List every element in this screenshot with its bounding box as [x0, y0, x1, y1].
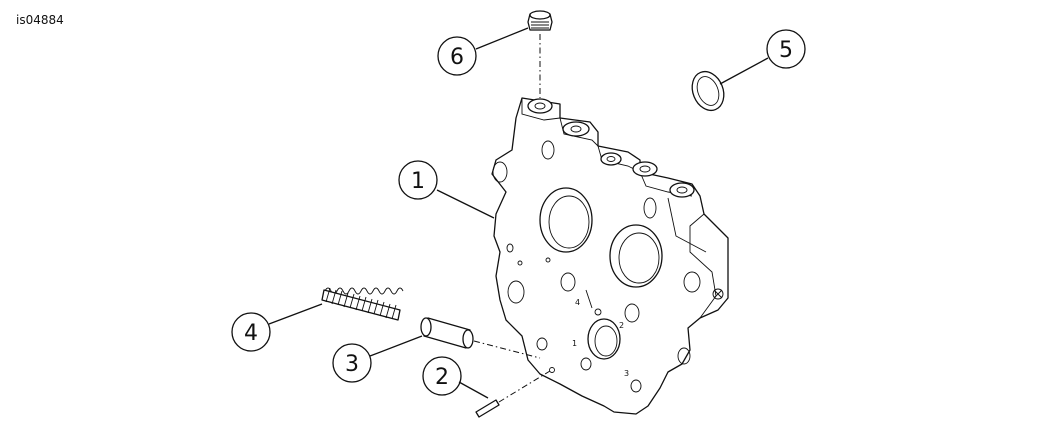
callout-3: 3: [332, 343, 372, 383]
plate-mark-2: 2: [619, 321, 624, 330]
leader-1: [436, 189, 495, 219]
svg-text:3: 3: [345, 352, 359, 377]
pin-2: [475, 370, 551, 418]
leader-5: [719, 57, 769, 85]
callout-4: 4: [231, 312, 271, 352]
svg-text:5: 5: [779, 38, 793, 63]
sleeve-3: [420, 317, 541, 359]
svg-text:1: 1: [411, 169, 425, 194]
callout-5: 5: [766, 29, 806, 69]
svg-text:6: 6: [450, 45, 464, 70]
spring-4: [321, 287, 404, 321]
plate-mark-3: 3: [624, 369, 629, 378]
leader-6: [475, 27, 529, 50]
o-ring-5: [691, 70, 725, 112]
svg-text:4: 4: [244, 321, 258, 346]
plate-mark-4: 4: [575, 298, 580, 307]
callout-2: 2: [422, 356, 462, 396]
plate-mark-1: 1: [572, 339, 577, 348]
leader-2: [458, 381, 489, 399]
leader-3: [369, 335, 423, 357]
cover-plate: [491, 97, 729, 415]
plug-6: [527, 10, 553, 98]
callout-1: 1: [398, 160, 438, 200]
svg-text:2: 2: [435, 365, 449, 390]
leader-4: [268, 303, 323, 325]
callout-6: 6: [437, 36, 477, 76]
figure-id: is04884: [16, 13, 64, 27]
